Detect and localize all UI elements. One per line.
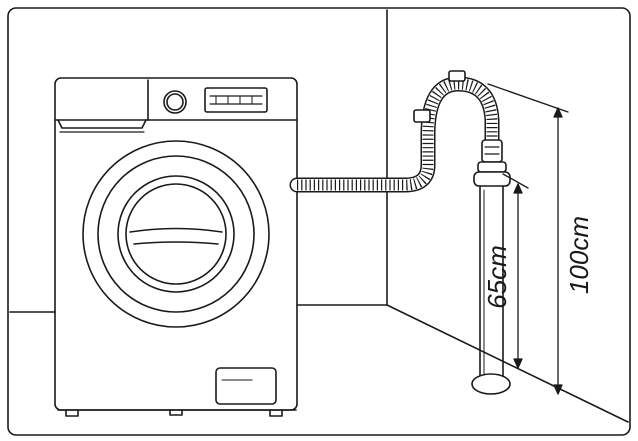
room-walls: [7, 7, 631, 436]
display-panel: [204, 87, 268, 113]
washing-machine: [54, 77, 298, 417]
display-buttons: [215, 95, 253, 105]
hose-ribs: [297, 78, 498, 191]
door-glass-outer: [117, 175, 235, 293]
door-outer-ring: [82, 140, 270, 328]
door-glass-inner: [125, 183, 227, 285]
dimension-label-100: 100cm: [564, 215, 594, 295]
hose-clip: [448, 70, 466, 82]
filter-cover: [215, 367, 277, 405]
standpipe-top: [473, 171, 511, 187]
dim-100-arrow-bottom: [553, 384, 563, 395]
detergent-drawer: [57, 119, 147, 129]
program-knob-icon: [163, 90, 187, 114]
door-handle-top: [129, 227, 223, 233]
program-knob-inner: [166, 93, 184, 111]
dimension-label-65: 65cm: [482, 245, 512, 309]
hose-collar: [477, 161, 507, 173]
room-frame: [7, 7, 631, 436]
standpipe: [471, 171, 511, 395]
drain-hose: [289, 70, 507, 193]
dimension-lines: [487, 83, 569, 395]
dim-65-arrow-top: [513, 183, 523, 194]
standpipe-base: [471, 373, 511, 395]
hose-bracket: [413, 109, 431, 123]
machine-feet: [65, 409, 283, 417]
hose-outline: [289, 76, 500, 193]
dim-65-arrow-bottom: [513, 358, 523, 369]
door-handle-bottom: [133, 241, 219, 245]
door-ring: [97, 155, 255, 313]
floor-line-right: [386, 304, 629, 423]
dim-65-top-extension: [502, 173, 529, 189]
dim-100-top-extension: [487, 83, 569, 113]
dim-100-arrow-top: [553, 107, 563, 118]
hose-connector: [481, 139, 503, 163]
hose-fill: [291, 78, 498, 191]
